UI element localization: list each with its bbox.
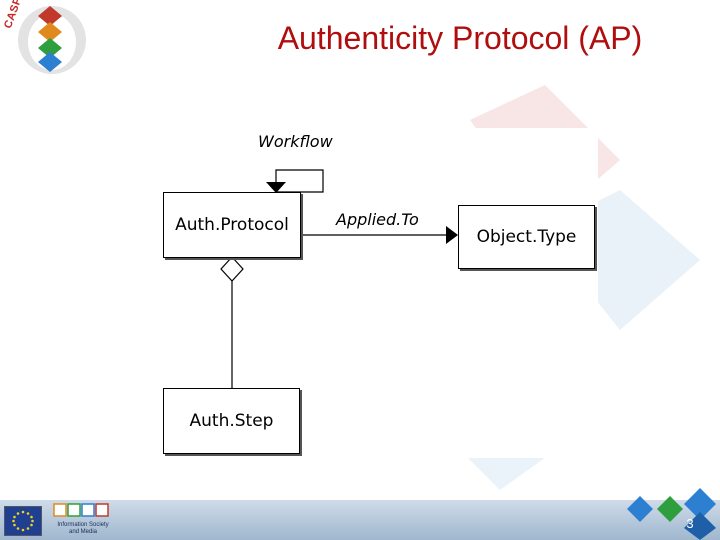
workflow-label: Workflow — [258, 132, 333, 151]
slide-title: Authenticity Protocol (AP) — [277, 20, 643, 56]
corner-diamonds-decoration — [627, 488, 716, 540]
object-type-class: Object.Type — [458, 205, 595, 269]
workflow-arrowhead — [266, 182, 286, 193]
auth-protocol-class: Auth.Protocol — [163, 192, 301, 258]
page-number: 3 — [686, 516, 694, 531]
footer-bar — [0, 500, 720, 540]
aggregation-diamond — [220, 256, 244, 282]
footer-logo-text: Information Society and Media — [57, 522, 109, 535]
applied-to-arrowhead — [446, 226, 458, 244]
caspar-logo — [18, 6, 86, 74]
uml-diagram: Auth.Protocol Object.Type Auth.Step Work… — [158, 128, 598, 458]
eu-flag-icon — [4, 506, 42, 536]
workflow-loop-line — [275, 169, 324, 193]
information-society-logo — [53, 503, 109, 517]
auth-step-class: Auth.Step — [163, 388, 300, 454]
applied-to-label: Applied.To — [336, 210, 419, 229]
diagram-connectors — [220, 169, 458, 388]
